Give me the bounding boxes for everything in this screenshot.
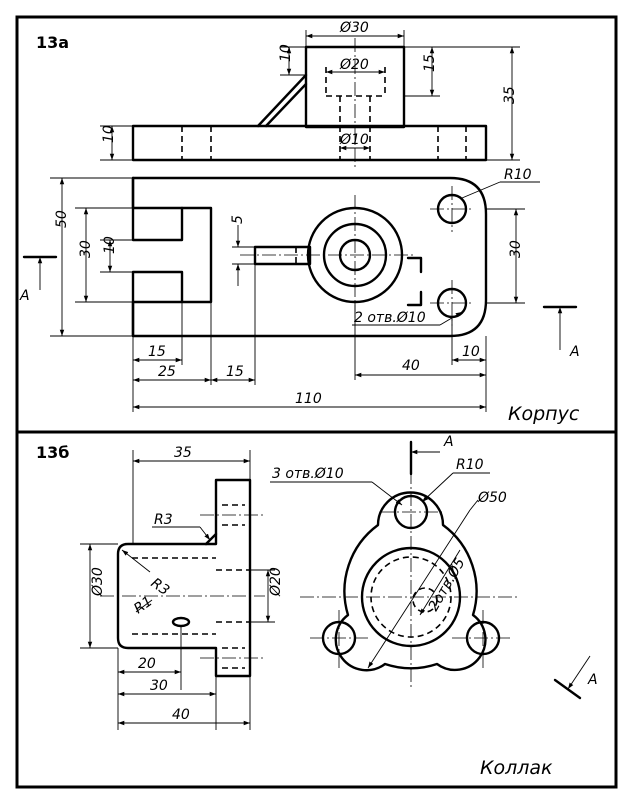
small-hole	[171, 616, 191, 628]
plan-outline	[131, 176, 488, 338]
dim-h10r: 10	[462, 344, 480, 360]
section-arrow-b-bottom: А	[553, 655, 598, 700]
section-arrow-b-top: А	[409, 434, 454, 476]
section-letter-left: А	[19, 288, 30, 304]
figure-13a: 13а Ø30 Ø20 Ø10	[19, 20, 580, 425]
dim-holes: 2 отв.Ø10	[354, 310, 426, 326]
cap-side-outline	[116, 478, 252, 678]
small-hole-hidden	[412, 587, 438, 613]
dim-b-d30: Ø30	[90, 567, 106, 597]
figure-13b: 13б 35 R3 R3	[36, 434, 598, 779]
section-mark-top	[406, 256, 423, 274]
front-dims-a: Ø30 Ø20 Ø10 10 15 35 10	[100, 20, 520, 161]
dim-d10: Ø10	[339, 132, 369, 148]
section-arrow-right: А	[542, 305, 580, 360]
dim-b-r3a: R3	[154, 512, 173, 528]
side-view-b	[100, 478, 265, 678]
dim-b-h35: 35	[174, 445, 192, 461]
dim-h10-base: 10	[101, 125, 117, 143]
rib-line	[256, 73, 308, 128]
cap-front-outline	[334, 491, 487, 672]
front-view-a	[131, 38, 488, 168]
dim-h35: 35	[502, 86, 518, 104]
dim-b-h20: 20	[138, 656, 156, 672]
section-mark-bottom	[406, 290, 423, 307]
section-arrow-left: А	[19, 255, 58, 304]
dim-h25: 25	[158, 364, 176, 380]
front-view-b	[300, 470, 520, 690]
dim-d20: Ø20	[339, 57, 369, 73]
dim-h15a: 15	[148, 344, 166, 360]
base-plate	[131, 124, 488, 162]
section-letter-b-top: А	[443, 434, 454, 450]
dim-b-r1: R1	[131, 593, 155, 617]
figure-a-label: 13а	[36, 33, 69, 52]
section-letter-right: А	[569, 344, 580, 360]
dim-v10: 10	[102, 236, 118, 254]
dim-h40: 40	[402, 358, 420, 374]
section-letter-b-bottom: А	[587, 672, 598, 688]
rib-line-inner	[264, 82, 308, 128]
dim-b-holes3: 3 отв.Ø10	[272, 466, 344, 482]
dim-h15b: 15	[226, 364, 244, 380]
plan-view-a	[131, 176, 488, 338]
dim-b-d50: Ø50	[477, 490, 507, 506]
dim-v50: 50	[54, 210, 70, 228]
dim-b-r3b: R3	[148, 575, 172, 599]
figure-b-label: 13б	[36, 443, 69, 462]
side-dims-b: 35 R3 R3 R1 Ø30 Ø20 20 30 40	[80, 445, 284, 730]
dim-h10-top: 10	[278, 44, 294, 62]
dim-b-d20: Ø20	[268, 567, 284, 597]
dim-r10: R10	[504, 167, 532, 183]
fillet-r3	[204, 532, 218, 546]
dim-b-h30: 30	[150, 678, 168, 694]
dim-b-r10: R10	[456, 457, 484, 473]
dim-h110: 110	[295, 391, 322, 407]
dim-h15: 15	[422, 54, 438, 72]
dim-d30: Ø30	[339, 20, 369, 36]
rib-plan	[253, 245, 312, 266]
figure-a-name: Корпус	[508, 403, 580, 425]
dim-v30-right: 30	[508, 240, 524, 258]
dim-b-h40: 40	[172, 707, 190, 723]
figure-b-name: Коллак	[480, 757, 553, 779]
sheet-frame	[15, 15, 618, 789]
dim-v30-left: 30	[78, 240, 94, 258]
plan-dims-a: 50 30 10 5 30 R10 2 отв.Ø10	[50, 167, 540, 412]
dim-v5: 5	[230, 215, 246, 224]
